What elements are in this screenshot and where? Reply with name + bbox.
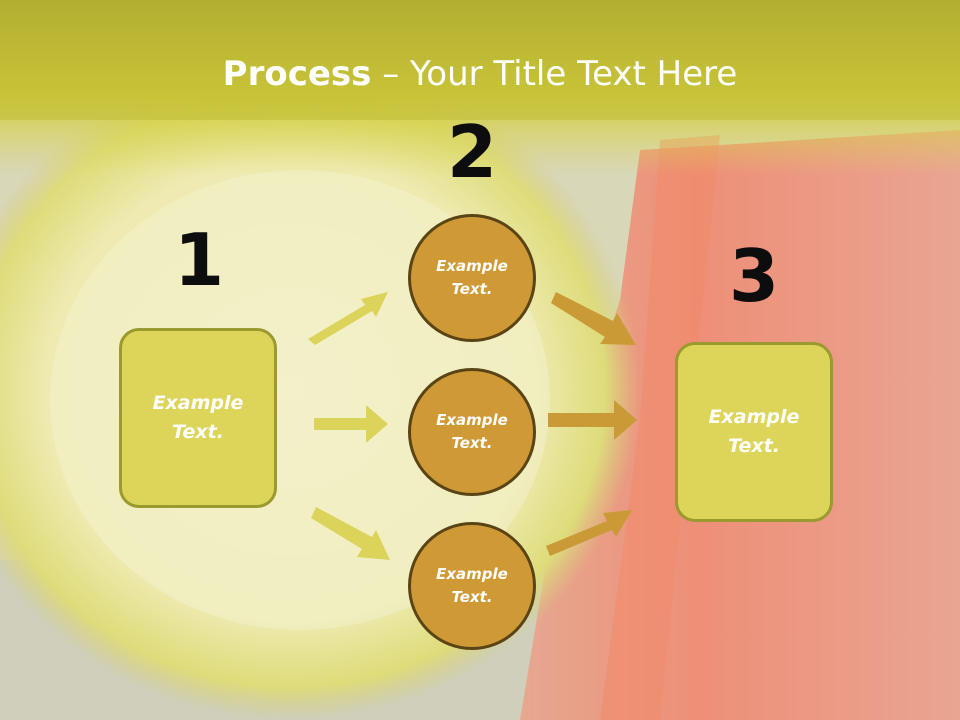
step-number-1: 1 [173,218,225,302]
step-2-circle-bottom-text: Example Text. [436,565,508,606]
arrow-2-bottom-to-3 [546,510,632,556]
step-2-circle-top: Example Text. [408,214,536,342]
step-3-text: Example Text. [708,406,800,457]
step-number-3: 3 [728,234,780,318]
arrow-1-to-2-middle [314,405,388,443]
title-dash: – [382,54,400,94]
step-2-circle-bottom: Example Text. [408,522,536,650]
arrow-1-to-2-top [308,292,388,345]
arrow-2-middle-to-3 [548,400,637,440]
step-1-text: Example Text. [152,392,244,443]
title-bold: Process [222,54,372,94]
slide-title: Process – Your Title Text Here [0,52,960,96]
arrow-1-to-2-bottom [311,507,390,560]
step-number-2: 2 [446,110,498,194]
title-rest: Your Title Text Here [410,54,738,94]
step-2-circle-top-text: Example Text. [436,257,508,298]
step-2-circle-middle: Example Text. [408,368,536,496]
step-1-box: Example Text. [119,328,277,508]
step-2-circle-middle-text: Example Text. [436,411,508,452]
step-3-box: Example Text. [675,342,833,522]
arrow-2-top-to-3 [551,292,636,345]
